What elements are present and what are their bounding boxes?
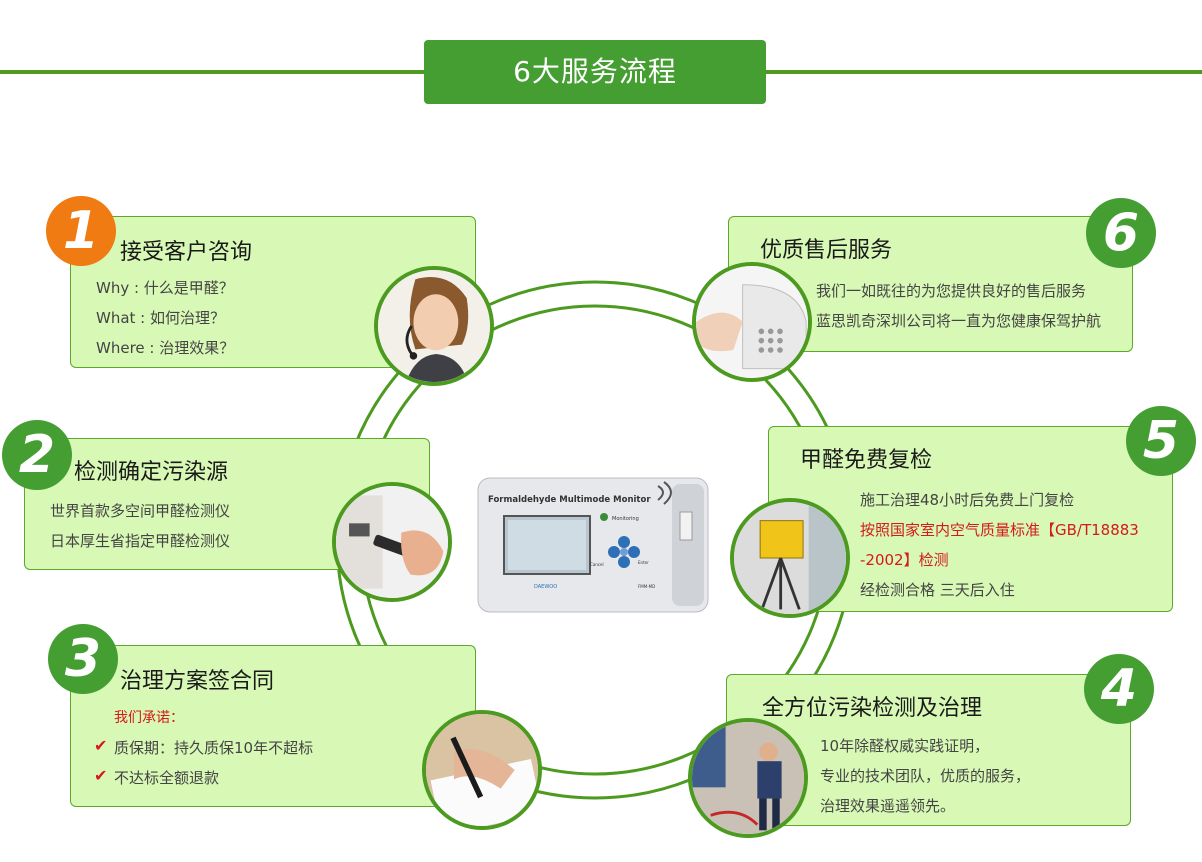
step-1-line: Why : 什么是甲醛？ bbox=[96, 279, 234, 297]
step-5-number: 5 bbox=[1126, 406, 1196, 476]
device-model: FMM-MD bbox=[638, 584, 655, 589]
step-2-line: 日本厚生省指定甲醛检测仪 bbox=[50, 532, 231, 550]
step-1-line: Where : 治理效果？ bbox=[96, 339, 235, 357]
step-2-title: 检测确定污染源 bbox=[74, 460, 229, 485]
page-title: 6大服务流程 bbox=[424, 40, 766, 104]
checkmark-icon: ✔ bbox=[94, 766, 108, 785]
onsite-treatment-photo bbox=[688, 718, 808, 838]
step-3-card bbox=[70, 645, 476, 807]
checkmark-icon: ✔ bbox=[94, 736, 108, 755]
step-2-line: 世界首款多空间甲醛检测仪 bbox=[50, 502, 231, 520]
step-1-title: 接受客户咨询 bbox=[120, 240, 253, 265]
step-5-line: 经检测合格 三天后入住 bbox=[860, 581, 1015, 599]
step-4-line: 10年除醛权威实践证明， bbox=[820, 737, 990, 755]
step-5-line: 按照国家室内空气质量标准【GB/T18883 bbox=[860, 521, 1139, 539]
step-2-number: 2 bbox=[2, 420, 72, 490]
step-5-line: 施工治理48小时后免费上门复检 bbox=[860, 491, 1075, 509]
step-4-title: 全方位污染检测及治理 bbox=[762, 696, 983, 721]
retest-equipment-photo bbox=[730, 498, 850, 618]
step-6-title: 优质售后服务 bbox=[760, 238, 893, 263]
step-4-line: 专业的技术团队，优质的服务， bbox=[820, 767, 1031, 785]
device-enter: Enter bbox=[638, 560, 649, 565]
step-6-line: 蓝思凯奇深圳公司将一直为您健康保驾护航 bbox=[816, 312, 1102, 330]
step-5-line: -2002】检测 bbox=[860, 551, 949, 569]
step-6-number: 6 bbox=[1086, 198, 1156, 268]
header-rule-left bbox=[0, 70, 428, 74]
step-4-number: 4 bbox=[1084, 654, 1154, 724]
device-cancel: Cancel bbox=[590, 562, 604, 567]
contract-signing-photo bbox=[422, 710, 542, 830]
header-rule-right bbox=[764, 70, 1202, 74]
step-3-line: 不达标全额退款 bbox=[114, 769, 220, 787]
device-label: Formaldehyde Multimode Monitor bbox=[488, 495, 651, 505]
step-3-number: 3 bbox=[48, 624, 118, 694]
step-5-title: 甲醛免费复检 bbox=[800, 448, 933, 473]
device-brand: DAEWOO bbox=[534, 584, 557, 590]
device-status: Monitoring bbox=[612, 516, 639, 522]
step-3-line: 质保期：持久质保10年不超标 bbox=[114, 739, 314, 757]
step-1-number: 1 bbox=[46, 196, 116, 266]
customer-service-photo bbox=[374, 266, 494, 386]
step-6-line: 我们一如既往的为您提供良好的售后服务 bbox=[816, 282, 1087, 300]
promise-label: 我们承诺： bbox=[114, 710, 184, 726]
detector-photo bbox=[332, 482, 452, 602]
step-1-line: What : 如何治理？ bbox=[96, 309, 226, 327]
formaldehyde-monitor-device: Formaldehyde Multimode Monitor Monitorin… bbox=[477, 477, 709, 613]
step-4-line: 治理效果遥遥领先。 bbox=[820, 797, 956, 815]
telephone-photo bbox=[692, 262, 812, 382]
step-3-title: 治理方案签合同 bbox=[120, 669, 275, 694]
